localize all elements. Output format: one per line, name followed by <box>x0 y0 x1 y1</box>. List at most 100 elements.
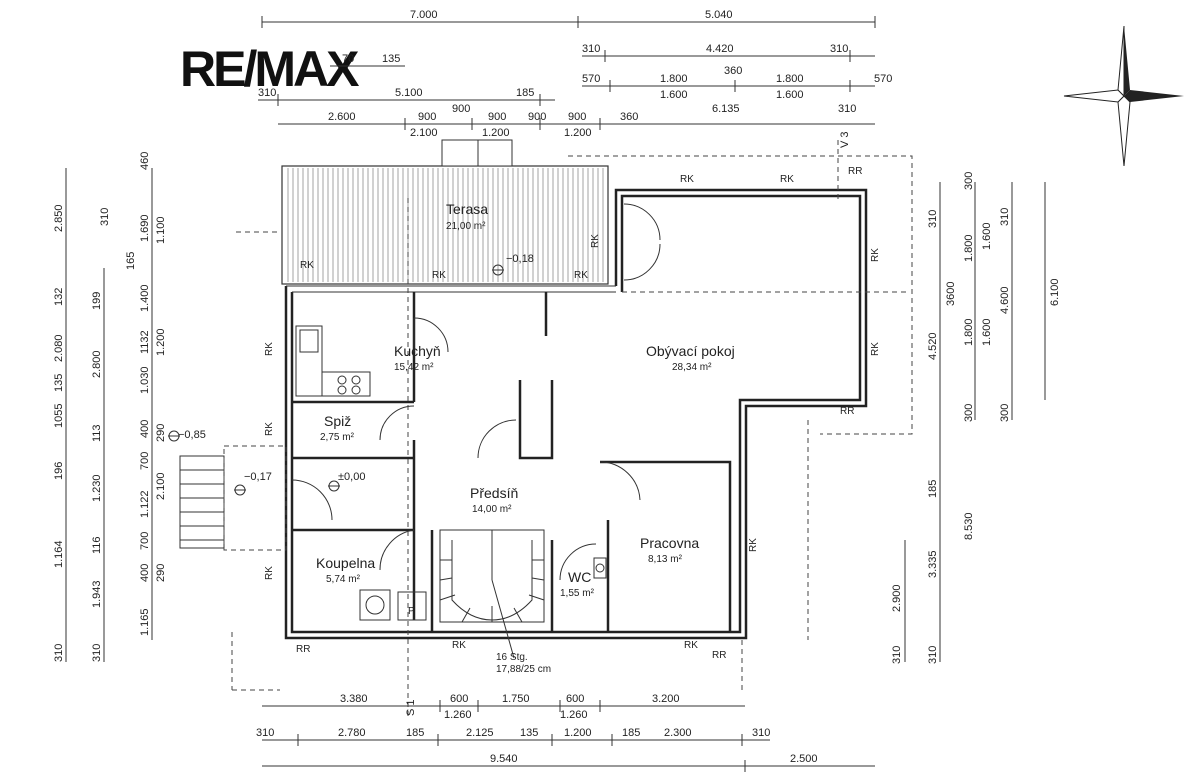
svg-text:2.500: 2.500 <box>790 753 818 765</box>
svg-text:16 Stg.: 16 Stg. <box>496 652 528 663</box>
svg-text:1.165: 1.165 <box>139 608 151 636</box>
svg-text:310: 310 <box>582 43 600 55</box>
svg-text:360: 360 <box>724 65 742 77</box>
room-labels: Terasa 21,00 m² Kuchyň 15,42 m² Obývací … <box>316 201 735 599</box>
svg-text:3.380: 3.380 <box>340 693 368 705</box>
svg-text:1.943: 1.943 <box>91 580 103 608</box>
svg-text:135: 135 <box>382 53 400 65</box>
svg-text:17,88/25 cm: 17,88/25 cm <box>496 664 551 675</box>
svg-text:1.122: 1.122 <box>139 490 151 518</box>
svg-text:196: 196 <box>53 462 65 480</box>
svg-text:900: 900 <box>418 111 436 123</box>
svg-text:1.100: 1.100 <box>155 216 167 244</box>
svg-text:600: 600 <box>566 693 584 705</box>
kitchen-fixtures <box>295 325 371 397</box>
svg-text:2.900: 2.900 <box>891 584 903 612</box>
svg-text:1.200: 1.200 <box>155 328 167 356</box>
svg-text:2.100: 2.100 <box>410 127 438 139</box>
room-area-kuchyn: 15,42 m² <box>394 362 434 373</box>
svg-text:70: 70 <box>342 53 354 65</box>
svg-text:300: 300 <box>999 404 1011 422</box>
svg-text:1.400: 1.400 <box>139 284 151 312</box>
rk-marker: RK <box>590 234 601 248</box>
svg-text:5.100: 5.100 <box>395 87 423 99</box>
svg-text:460: 460 <box>139 152 151 170</box>
rk-marker: RK <box>452 640 466 651</box>
svg-text:116: 116 <box>91 536 103 554</box>
svg-text:S 1: S 1 <box>405 699 417 716</box>
svg-text:310: 310 <box>927 646 939 664</box>
rk-marker: RK <box>870 342 881 356</box>
left-dimension-labels: 2.850 132 2.080 135 1055 196 1.164 310 4… <box>53 152 167 662</box>
svg-text:1.030: 1.030 <box>139 366 151 394</box>
rk-marker: RK <box>300 260 314 271</box>
rk-marker: RK <box>870 248 881 262</box>
rk-marker: RK <box>432 270 446 281</box>
section-labels: S 1 V 3 <box>405 131 851 716</box>
svg-text:570: 570 <box>874 73 892 85</box>
svg-text:1.600: 1.600 <box>660 89 688 101</box>
svg-text:113: 113 <box>91 424 103 442</box>
exterior-walls <box>284 188 868 640</box>
svg-text:310: 310 <box>891 646 903 664</box>
svg-text:1.750: 1.750 <box>502 693 530 705</box>
svg-text:2.125: 2.125 <box>466 727 494 739</box>
room-area-wc: 1,55 m² <box>560 588 595 599</box>
svg-text:1.230: 1.230 <box>91 474 103 502</box>
svg-text:4.600: 4.600 <box>999 286 1011 314</box>
svg-text:1055: 1055 <box>53 404 65 428</box>
room-area-koupelna: 5,74 m² <box>326 574 361 585</box>
svg-text:2.600: 2.600 <box>328 111 356 123</box>
svg-text:300: 300 <box>963 404 975 422</box>
svg-text:310: 310 <box>838 103 856 115</box>
svg-text:−0,85: −0,85 <box>178 429 206 441</box>
svg-text:1.690: 1.690 <box>139 214 151 242</box>
svg-text:900: 900 <box>568 111 586 123</box>
svg-text:700: 700 <box>139 452 151 470</box>
svg-text:5.040: 5.040 <box>705 9 733 21</box>
rr-marker: RR <box>296 644 310 655</box>
bottom-dimensions <box>262 700 875 772</box>
room-name-pracovna: Pracovna <box>640 535 699 551</box>
svg-text:8.530: 8.530 <box>963 512 975 540</box>
svg-text:135: 135 <box>520 727 538 739</box>
svg-text:165: 165 <box>125 252 137 270</box>
svg-text:2.780: 2.780 <box>338 727 366 739</box>
terrace-deck <box>281 139 609 285</box>
interior-walls <box>292 292 732 632</box>
right-dimensions <box>904 182 1046 662</box>
room-area-predsin: 14,00 m² <box>472 504 512 515</box>
remax-logo: RE/MAX <box>180 41 359 97</box>
svg-text:2.100: 2.100 <box>155 472 167 500</box>
svg-text:±0,00: ±0,00 <box>338 471 365 483</box>
staircase <box>439 529 545 659</box>
svg-text:4.520: 4.520 <box>927 332 939 360</box>
rr-marker: RR <box>848 166 862 177</box>
svg-text:1.600: 1.600 <box>981 222 993 250</box>
level-labels: −0,18 −0,85 −0,17 ±0,00 <box>178 253 534 483</box>
svg-text:1132: 1132 <box>139 330 151 354</box>
svg-text:3600: 3600 <box>945 282 957 306</box>
svg-text:1.164: 1.164 <box>53 540 65 568</box>
room-name-obyvaci: Obývací pokoj <box>646 343 735 359</box>
svg-text:199: 199 <box>91 292 103 310</box>
room-area-spiz: 2,75 m² <box>320 432 355 443</box>
svg-text:−0,18: −0,18 <box>506 253 534 265</box>
svg-text:185: 185 <box>406 727 424 739</box>
svg-text:1.200: 1.200 <box>564 127 592 139</box>
room-name-wc: WC <box>568 569 591 585</box>
rk-marker: RK <box>264 342 275 356</box>
level-marker-icons <box>168 264 504 496</box>
svg-text:1.800: 1.800 <box>963 234 975 262</box>
svg-text:7.000: 7.000 <box>410 9 438 21</box>
svg-text:1.260: 1.260 <box>444 709 472 721</box>
entrance-steps <box>179 445 287 551</box>
svg-text:360: 360 <box>620 111 638 123</box>
rk-marker: RK <box>684 640 698 651</box>
compass-icon <box>1063 25 1184 167</box>
svg-text:2.300: 2.300 <box>664 727 692 739</box>
svg-text:400: 400 <box>139 420 151 438</box>
right-dimension-labels: 300 310 1.800 3600 1.800 300 1.600 1.600… <box>99 172 1061 664</box>
